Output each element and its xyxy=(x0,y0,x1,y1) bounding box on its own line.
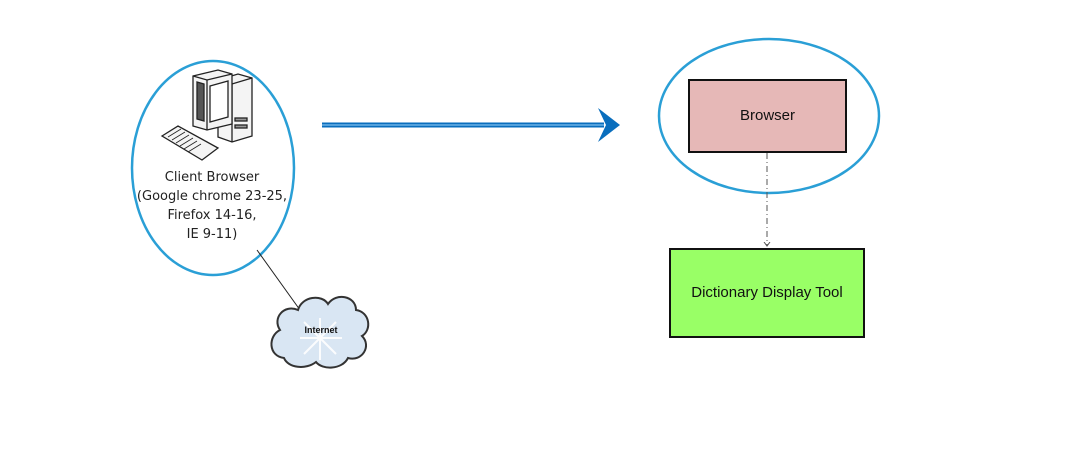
internet-label: Internet xyxy=(304,325,338,335)
client-label-line4: IE 9-11) xyxy=(186,227,238,242)
browser-ellipse xyxy=(657,37,881,195)
browser-label: Browser xyxy=(739,107,795,124)
client-label-line2: (Google chrome 23-25, xyxy=(136,189,288,204)
tool-box xyxy=(669,248,865,338)
computer-icon xyxy=(160,69,253,161)
internet-connector xyxy=(256,249,301,311)
tool-label: Dictionary Display Tool xyxy=(691,284,843,301)
client-label-line3: Firefox 14-16, xyxy=(167,208,257,223)
cloud-icon xyxy=(270,295,370,369)
browser-box xyxy=(688,79,847,153)
flow-arrow xyxy=(322,108,620,142)
client-label-line1: Client Browser xyxy=(164,170,260,185)
client-label: Client Browser (Google chrome 23-25, Fir… xyxy=(126,168,298,244)
client-ellipse xyxy=(130,59,296,277)
